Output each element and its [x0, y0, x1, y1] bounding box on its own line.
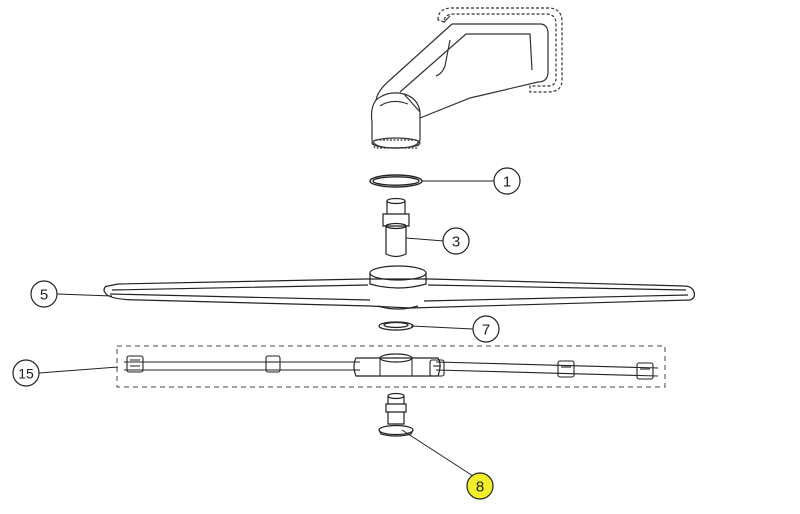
part-3-connector	[382, 197, 410, 258]
callout-15: 15	[12, 359, 40, 387]
svg-text:15: 15	[18, 366, 34, 382]
part-7-washer	[378, 321, 414, 331]
callout-8-highlighted: 8	[466, 472, 494, 500]
leader-line-3	[405, 237, 445, 242]
part-5-spray-arm	[103, 265, 696, 310]
leader-line-7	[410, 325, 474, 330]
leader-line-5	[56, 293, 113, 297]
part-8-mounting-connector	[378, 392, 414, 437]
leader-line-15	[38, 366, 119, 374]
svg-text:8: 8	[476, 479, 484, 496]
svg-text:1: 1	[503, 174, 511, 191]
svg-text:5: 5	[40, 287, 48, 304]
svg-text:3: 3	[452, 234, 460, 251]
part-1-o-ring	[369, 174, 423, 188]
supply-tube	[370, 7, 563, 149]
svg-text:7: 7	[482, 322, 490, 339]
callout-5: 5	[30, 280, 58, 308]
callout-7: 7	[472, 315, 500, 343]
part-15-support-assembly	[116, 345, 666, 388]
callout-1: 1	[493, 167, 521, 195]
leader-line-8	[401, 429, 474, 477]
callout-3: 3	[442, 227, 470, 255]
